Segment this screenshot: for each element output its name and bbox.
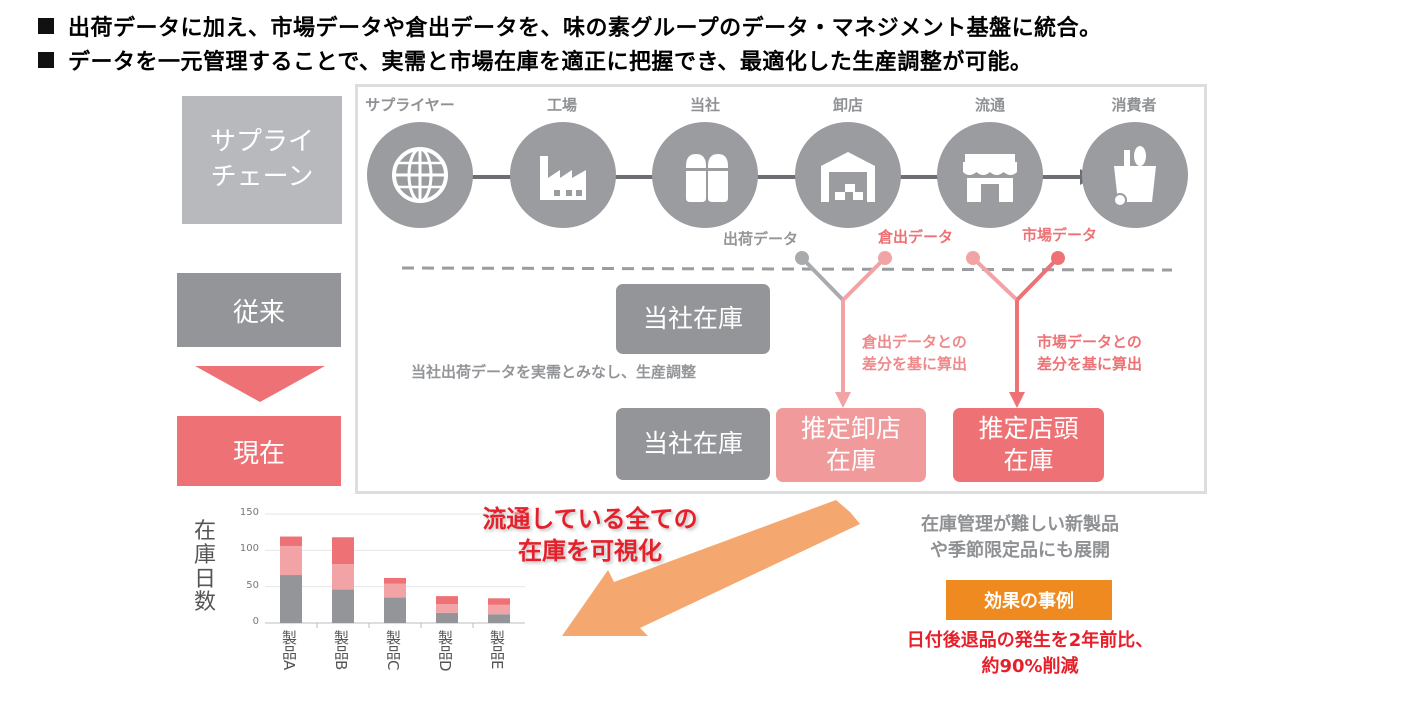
- est-store-inventory-box: 推定店頭 在庫: [953, 408, 1104, 482]
- bullet-square-icon: [38, 18, 54, 34]
- chart-category-label: 製品E: [488, 630, 506, 670]
- factory-icon: [510, 122, 616, 228]
- bullet-1-text: 出荷データに加え、市場データや倉出データを、味の素グループのデータ・マネジメント…: [68, 16, 1102, 41]
- expansion-note: 在庫管理が難しい新製品 や季節限定品にも展開: [921, 514, 1119, 562]
- before-inventory-box: 当社在庫: [616, 284, 770, 354]
- chart-bar-segment: [436, 604, 458, 613]
- chart-ytick-label: 50: [246, 579, 259, 591]
- effect-result: 日付後退品の発生を2年前比、 約90%削減: [906, 630, 1154, 678]
- chart-bar-segment: [280, 545, 302, 576]
- bullet-2: データを一元管理することで、実需と市場在庫を適正に把握でき、最適化した生産調整が…: [38, 44, 1032, 76]
- warehouse-out-data-label: 倉出データ: [878, 228, 954, 246]
- supply-chain-box: サプライ チェーン: [182, 96, 342, 224]
- chart-ytick-label: 100: [239, 543, 259, 555]
- chart-bar-segment: [384, 583, 406, 598]
- before-box: 従来: [177, 273, 341, 347]
- chart-category-label: 製品A: [280, 630, 298, 671]
- grocery-bag-icon: [1082, 122, 1188, 228]
- shipment-data-label: 出荷データ: [723, 230, 799, 248]
- globe-icon: [367, 122, 473, 228]
- chart-category-label: 製品D: [436, 630, 454, 672]
- chart-bar-segment: [332, 589, 354, 623]
- visibility-callout: 流通している全ての 在庫を可視化: [482, 505, 698, 566]
- now-box: 現在: [177, 416, 341, 486]
- market-data-label: 市場データ: [1022, 226, 1098, 244]
- flow-frame: [355, 84, 1207, 494]
- chart-category-label: 製品C: [384, 630, 402, 671]
- chart-bar-segment: [488, 614, 510, 623]
- chart-bar-segment: [384, 597, 406, 623]
- chart-ytick-label: 0: [252, 616, 259, 627]
- stage-label-wholesale: 卸店: [832, 96, 863, 114]
- bullet-square-icon: [38, 52, 54, 68]
- chart-bar-segment: [488, 598, 510, 605]
- chart-ytick-label: 150: [239, 507, 259, 518]
- stage-label-retail: 流通: [974, 96, 1005, 114]
- before-note: 当社出荷データを実需とみなし、生産調整: [411, 363, 697, 381]
- chart-bar-segment: [488, 604, 510, 615]
- chart-bar-segment: [436, 612, 458, 623]
- chart-ylabel: 在庫日数: [193, 519, 216, 616]
- chart-bar-segment: [280, 536, 302, 546]
- bullet-1: 出荷データに加え、市場データや倉出データを、味の素グループのデータ・マネジメント…: [38, 10, 1102, 42]
- chart-bar-segment: [332, 537, 354, 565]
- warehouse-diff-note: 倉出データとの 差分を基に算出: [862, 333, 968, 373]
- stage-label-factory: 工場: [546, 96, 577, 114]
- chart-category-label: 製品B: [332, 630, 350, 671]
- market-diff-note: 市場データとの 差分を基に算出: [1037, 333, 1143, 373]
- store-icon: [937, 122, 1043, 228]
- stage-label-consumer: 消費者: [1111, 96, 1157, 114]
- bullet-2-text: データを一元管理することで、実需と市場在庫を適正に把握でき、最適化した生産調整が…: [68, 50, 1033, 75]
- effect-badge: 効果の事例: [946, 580, 1112, 620]
- est-wholesale-inventory-box: 推定卸店 在庫: [776, 408, 926, 482]
- chart-bar-segment: [384, 577, 406, 584]
- chart-bar-segment: [332, 564, 354, 590]
- stage-label-company: 当社: [689, 96, 720, 114]
- chart-bar-segment: [280, 575, 302, 623]
- warehouse-icon: [795, 122, 901, 228]
- stage-label-supplier: サプライヤー: [365, 96, 455, 114]
- salt-pepper-icon: [652, 122, 758, 228]
- chart-bar-segment: [436, 596, 458, 605]
- now-inventory-box: 当社在庫: [616, 408, 770, 480]
- down-arrow-icon: [195, 366, 325, 402]
